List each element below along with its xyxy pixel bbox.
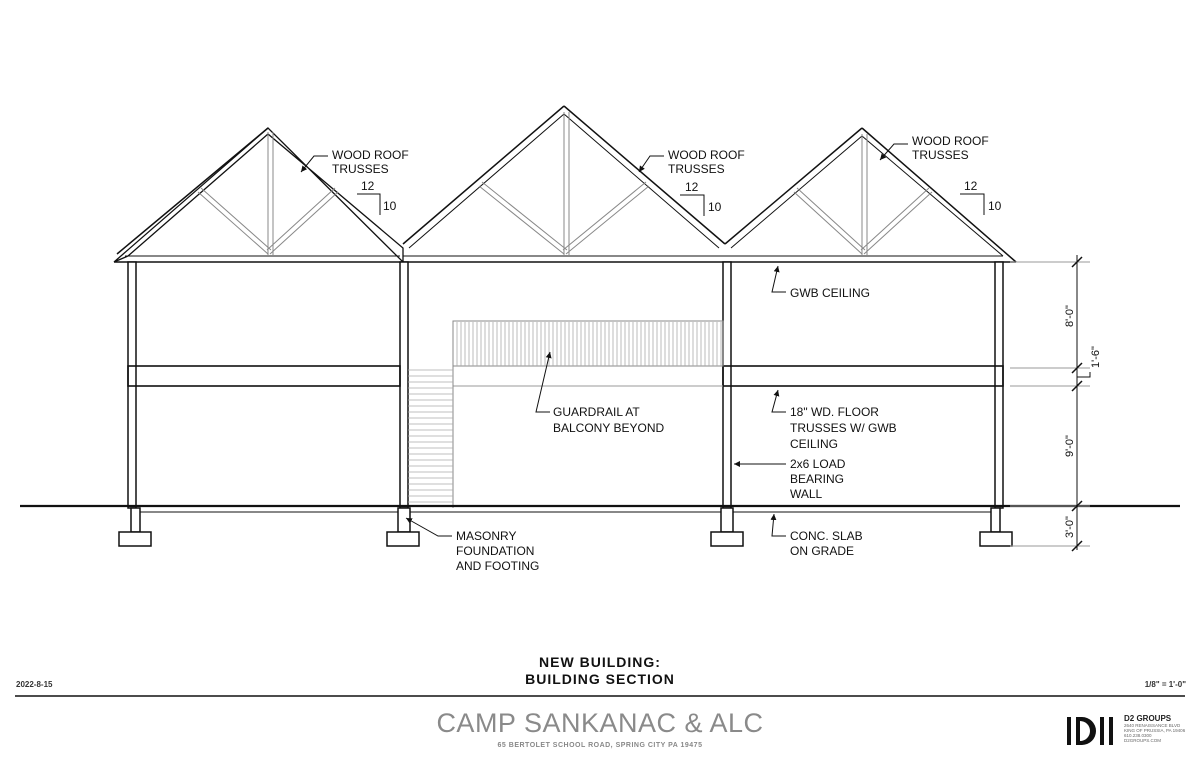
gwb-ceiling-label: GWB CEILING xyxy=(790,286,870,300)
floor-trusses-label: 18" WD. FLOOR TRUSSES W/ GWB CEILING xyxy=(790,405,897,451)
pitch-rise-right: 10 xyxy=(988,199,1002,213)
svg-text:WOOD ROOF: WOOD ROOF xyxy=(332,148,409,162)
dim-lower: 9'-0" xyxy=(1064,435,1076,457)
firm-line: 2640 RENAISSANCE BLVD xyxy=(1124,723,1181,728)
foundation-label: MASONRY FOUNDATION AND FOOTING xyxy=(456,529,539,573)
stair xyxy=(408,366,454,508)
roof-label-mid: WOOD ROOF TRUSSES xyxy=(668,148,745,176)
firm-name: D2 GROUPS xyxy=(1124,714,1172,723)
sheet-title-line2: BUILDING SECTION xyxy=(525,671,675,687)
building-section-drawing: 8'-0" 1'-6" 9'-0" 3'-0" WOOD ROOF TRUSSE… xyxy=(15,105,1185,697)
leaders xyxy=(300,143,908,537)
dim-foundation: 3'-0" xyxy=(1064,516,1076,538)
svg-text:ON GRADE: ON GRADE xyxy=(790,544,854,558)
svg-text:BEARING: BEARING xyxy=(790,472,844,486)
pitch-marker-left xyxy=(357,193,381,215)
guardrail-label: GUARDRAIL AT BALCONY BEYOND xyxy=(553,405,664,435)
roof-right xyxy=(724,127,1017,263)
pitch-run-left: 12 xyxy=(361,179,375,193)
d2-groups-logo xyxy=(1067,717,1113,745)
walls xyxy=(127,261,1004,509)
grade-and-slab xyxy=(20,504,1180,513)
svg-text:WOOD ROOF: WOOD ROOF xyxy=(912,134,989,148)
svg-text:TRUSSES: TRUSSES xyxy=(668,162,725,176)
dim-floor: 1'-6" xyxy=(1090,346,1102,368)
roof-left xyxy=(113,127,404,264)
pitch-rise-left: 10 xyxy=(383,199,397,213)
firm-line: 610.238.0300 xyxy=(1124,733,1152,738)
pitch-marker-mid xyxy=(680,194,705,216)
pitch-run-right: 12 xyxy=(964,179,978,193)
firm-line: D2GROUPS.COM xyxy=(1124,738,1162,743)
svg-text:WALL: WALL xyxy=(790,487,823,501)
svg-text:MASONRY: MASONRY xyxy=(456,529,516,543)
dimension-string xyxy=(1010,255,1091,552)
svg-text:CEILING: CEILING xyxy=(790,437,838,451)
sheet-scale: 1/8" = 1'-0" xyxy=(1144,680,1186,689)
svg-text:18" WD. FLOOR: 18" WD. FLOOR xyxy=(790,405,879,419)
roof-label-left: WOOD ROOF TRUSSES xyxy=(332,148,409,176)
footings xyxy=(118,507,1013,547)
svg-text:TRUSSES W/ GWB: TRUSSES W/ GWB xyxy=(790,421,897,435)
slab-label: CONC. SLAB ON GRADE xyxy=(790,529,863,558)
firm-line: KING OF PRUSSIA, PA 19406 xyxy=(1124,728,1186,733)
svg-text:AND FOOTING: AND FOOTING xyxy=(456,559,539,573)
roof-middle xyxy=(402,105,726,263)
balcony-guardrail xyxy=(452,320,724,367)
load-wall-label: 2x6 LOAD BEARING WALL xyxy=(790,457,846,501)
project-name: CAMP SANKANAC & ALC xyxy=(436,708,764,738)
dim-upper: 8'-0" xyxy=(1064,305,1076,327)
svg-text:FOUNDATION: FOUNDATION xyxy=(456,544,534,558)
svg-text:TRUSSES: TRUSSES xyxy=(332,162,389,176)
firm-info: D2 GROUPS 2640 RENAISSANCE BLVD KING OF … xyxy=(1124,714,1185,743)
svg-text:CONC. SLAB: CONC. SLAB xyxy=(790,529,863,543)
pitch-rise-mid: 10 xyxy=(708,200,722,214)
svg-text:WOOD ROOF: WOOD ROOF xyxy=(668,148,745,162)
svg-text:GUARDRAIL AT: GUARDRAIL AT xyxy=(553,405,640,419)
svg-text:2x6 LOAD: 2x6 LOAD xyxy=(790,457,846,471)
svg-text:TRUSSES: TRUSSES xyxy=(912,148,969,162)
pitch-marker-right xyxy=(960,193,985,215)
pitch-run-mid: 12 xyxy=(685,180,699,194)
floor-trusses xyxy=(127,365,1004,387)
sheet-title-line1: NEW BUILDING: xyxy=(539,654,661,670)
project-address: 65 BERTOLET SCHOOL ROAD, SPRING CITY PA … xyxy=(497,742,703,749)
sheet-date: 2022-8-15 xyxy=(16,680,53,689)
svg-text:BALCONY BEYOND: BALCONY BEYOND xyxy=(553,421,664,435)
roof-label-right: WOOD ROOF TRUSSES xyxy=(912,134,989,162)
